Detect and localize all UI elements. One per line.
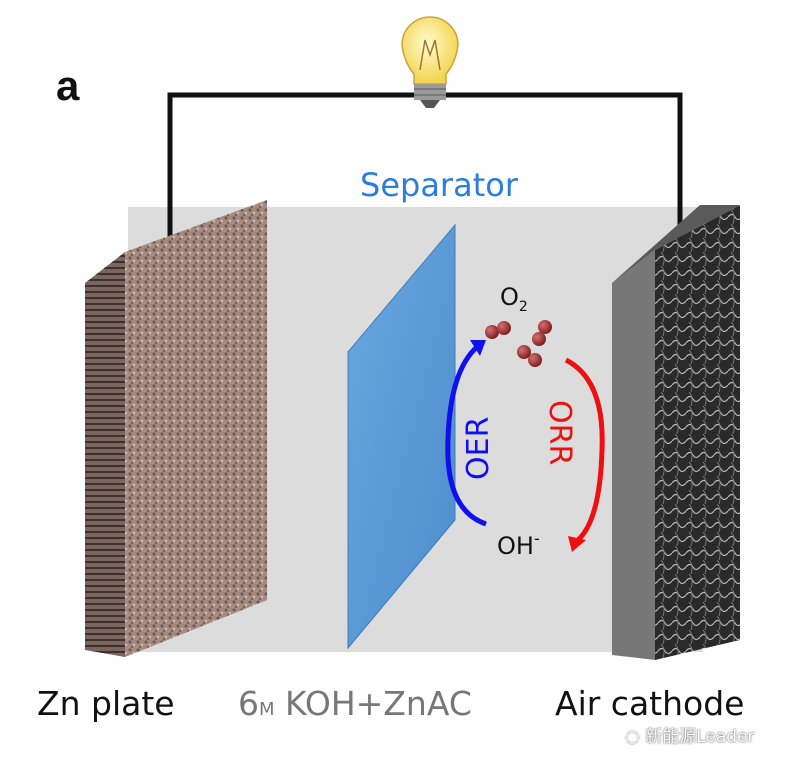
electrolyte-label: 6M KOH+ZnAC [238,684,472,723]
watermark: ◌ 新能源Leader [625,722,755,747]
air-cathode-label: Air cathode [555,684,745,723]
panel-label: a [56,62,80,109]
air-cathode [612,205,740,660]
wechat-icon: ◌ [625,727,640,747]
electrolyte-concentration: 6 [238,684,259,723]
electrolyte-name: KOH+ZnAC [285,684,472,723]
oer-arrow-icon [445,340,487,527]
o2-molecules [485,320,552,367]
separator-label: Separator [360,166,519,204]
separator-membrane [347,223,456,650]
o2-label: O2 [500,283,528,315]
oer-label: OER [461,417,496,480]
oh-label: OH- [497,529,540,560]
electrolyte-unit: M [259,699,275,720]
zn-plate-label: Zn plate [37,684,175,723]
watermark-text: 新能源Leader [645,727,755,747]
zn-plate [85,200,267,657]
orr-arrow-icon [564,357,605,552]
light-bulb-icon [401,16,459,108]
orr-label: ORR [542,400,577,465]
